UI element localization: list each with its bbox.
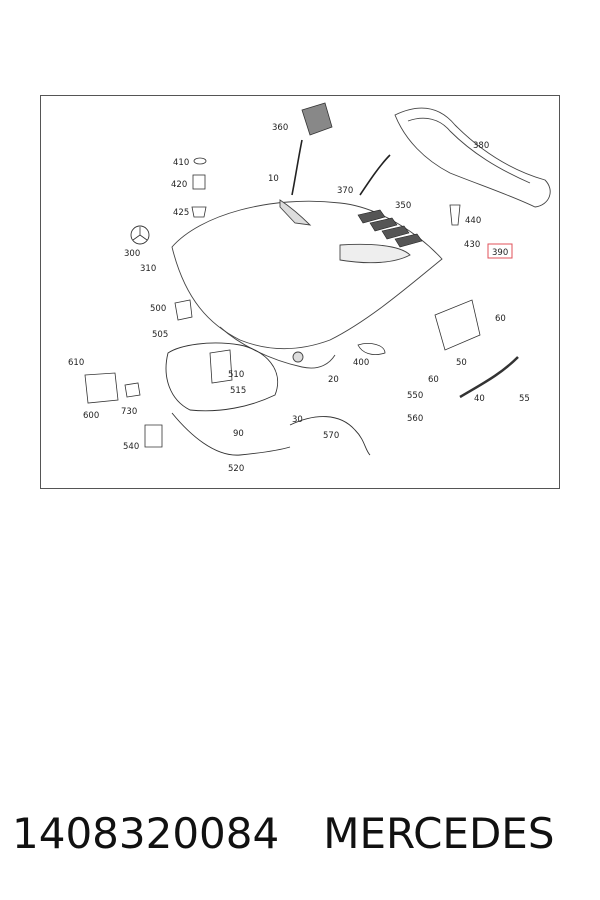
part-label-410: 410: [173, 158, 189, 168]
part-label-420: 420: [171, 180, 187, 190]
part-label-560: 560: [407, 414, 423, 424]
part-label-90: 90: [233, 429, 244, 439]
part-label-300: 300: [124, 249, 140, 259]
part-label-30: 30: [292, 415, 303, 425]
cowl-panel: [394, 107, 551, 208]
part-label-370: 370: [337, 186, 353, 196]
part-label-520: 520: [228, 464, 244, 474]
part-label-570: 570: [323, 431, 339, 441]
highlight-box: [487, 243, 513, 259]
part-label-540: 540: [123, 442, 139, 452]
part-label-730: 730: [121, 407, 137, 417]
part-label-40: 40: [474, 394, 485, 404]
brand-name: MERCEDES: [323, 808, 555, 858]
part-label-610: 610: [68, 358, 84, 368]
latch-parts: [84, 299, 233, 448]
part-label-500: 500: [150, 304, 166, 314]
leader-360: [291, 139, 303, 196]
hinge-parts: [357, 204, 519, 399]
hood-panel: [171, 199, 443, 369]
part-label-380: 380: [473, 141, 489, 151]
part-label-60: 60: [495, 314, 506, 324]
cable-520: [171, 412, 291, 456]
footer-bar: 1408320084 MERCEDES: [12, 803, 588, 863]
cable-570: [289, 416, 371, 456]
part-label-50: 50: [456, 358, 467, 368]
part-label-390: 390: [492, 248, 508, 258]
part-label-515: 515: [230, 386, 246, 396]
part-label-505: 505: [152, 330, 168, 340]
seal-strip: [165, 342, 278, 412]
part-number: 1408320084: [12, 808, 280, 858]
part-label-425: 425: [173, 208, 189, 218]
vent-parts: [357, 209, 423, 248]
part-label-10: 10: [268, 174, 279, 184]
part-label-510: 510: [228, 370, 244, 380]
leader-380: [359, 154, 391, 196]
hardware-stack: [191, 157, 207, 218]
part-label-60: 60: [428, 375, 439, 385]
part-label-440: 440: [465, 216, 481, 226]
part-label-360: 360: [272, 123, 288, 133]
part-label-55: 55: [519, 394, 530, 404]
part-label-20: 20: [328, 375, 339, 385]
part-labels: 1020304050556060903003103503603703803904…: [68, 123, 530, 474]
part-label-400: 400: [353, 358, 369, 368]
part-label-430: 430: [464, 240, 480, 250]
part-label-350: 350: [395, 201, 411, 211]
part-label-310: 310: [140, 264, 156, 274]
part-label-600: 600: [83, 411, 99, 421]
part-label-550: 550: [407, 391, 423, 401]
grille-part: [301, 102, 333, 136]
